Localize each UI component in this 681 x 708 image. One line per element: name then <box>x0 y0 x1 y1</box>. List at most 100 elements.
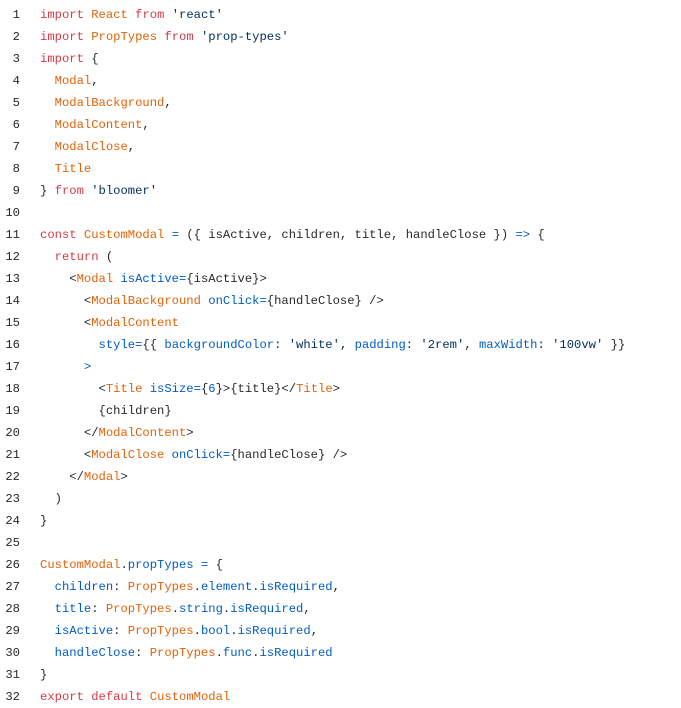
code-token: PropTypes <box>91 30 158 44</box>
code-token: default <box>91 690 143 704</box>
code-token: . <box>215 646 223 660</box>
code-text: <ModalClose onClick={handleClose} /> <box>40 444 347 466</box>
code-token <box>40 338 99 352</box>
code-token: < <box>40 294 92 308</box>
line-number: 26 <box>5 558 20 572</box>
code-token: ( <box>98 250 114 264</box>
code-token: children <box>54 580 114 594</box>
code-token: 'white' <box>288 338 340 352</box>
code-text: import React from 'react' <box>40 4 223 26</box>
code-token: ) <box>40 492 62 506</box>
code-token <box>194 30 201 44</box>
code-line: 14 <ModalBackground onClick={handleClose… <box>0 290 681 312</box>
code-token: isRequired <box>237 624 311 638</box>
code-token <box>40 580 55 594</box>
code-text: ) <box>40 488 62 510</box>
code-token: React <box>91 8 128 22</box>
code-token: {isActive}> <box>186 272 267 286</box>
code-line: 5 ModalBackground, <box>0 92 681 114</box>
code-text: } <box>40 510 47 532</box>
code-token: : <box>91 602 106 616</box>
code-token: onClick <box>208 294 260 308</box>
code-token: , <box>303 602 311 616</box>
code-text: <ModalContent <box>40 312 179 334</box>
code-token: = <box>171 228 180 242</box>
code-token: . <box>120 558 128 572</box>
code-token: from <box>135 8 165 22</box>
code-token: import <box>40 8 84 22</box>
line-number: 21 <box>5 448 20 462</box>
code-line: 10 <box>0 202 681 224</box>
code-token: CustomModal <box>83 228 165 242</box>
line-number: 23 <box>5 492 20 506</box>
line-number: 2 <box>12 30 20 44</box>
code-token: from <box>54 184 84 198</box>
line-number: 7 <box>12 140 20 154</box>
line-number: 22 <box>5 470 20 484</box>
line-number: 20 <box>5 426 20 440</box>
line-number: 32 <box>5 690 20 704</box>
code-line: 24} <box>0 510 681 532</box>
code-token: {handleClose} /> <box>266 294 384 308</box>
code-line: 16 style={{ backgroundColor: 'white', pa… <box>0 334 681 356</box>
code-token: CustomModal <box>40 558 121 572</box>
code-token <box>164 228 171 242</box>
code-token: PropTypes <box>127 580 194 594</box>
code-token: func <box>222 646 253 660</box>
code-token: > <box>186 426 194 440</box>
code-line: 12 return ( <box>0 246 681 268</box>
line-number: 4 <box>12 74 20 88</box>
line-number: 8 <box>12 162 20 176</box>
code-token: isActive <box>54 624 114 638</box>
code-line: 8 Title <box>0 158 681 180</box>
code-token: , <box>310 624 319 638</box>
code-token: . <box>252 580 260 594</box>
code-token <box>40 118 55 132</box>
line-number: 17 <box>5 360 20 374</box>
code-token: const <box>40 228 77 242</box>
code-token: }} <box>603 338 626 352</box>
line-number: 28 <box>5 602 20 616</box>
code-token: Modal <box>54 74 92 88</box>
code-text: </Modal> <box>40 466 128 488</box>
code-token: isRequired <box>230 602 304 616</box>
code-token: return <box>54 250 99 264</box>
code-text: } <box>40 664 47 686</box>
code-token: propTypes <box>127 558 194 572</box>
code-text: import { <box>40 48 99 70</box>
code-line: 25 <box>0 532 681 554</box>
code-token: { <box>200 382 209 396</box>
code-token: handleClose <box>54 646 136 660</box>
code-text: ModalClose, <box>40 136 135 158</box>
line-number: 25 <box>5 536 20 550</box>
code-token: = <box>222 448 231 462</box>
code-line: 7 ModalClose, <box>0 136 681 158</box>
code-token: padding <box>354 338 406 352</box>
code-token: CustomModal <box>149 690 231 704</box>
code-token: { <box>530 228 545 242</box>
code-token: ({ isActive, children, title, handleClos… <box>179 228 516 242</box>
code-line: 15 <ModalContent <box>0 312 681 334</box>
code-token: </ <box>40 470 84 484</box>
code-token: , <box>142 118 150 132</box>
code-text: ModalBackground, <box>40 92 172 114</box>
code-line: 19 {children} <box>0 400 681 422</box>
code-token: bool <box>200 624 231 638</box>
code-token: : <box>405 338 421 352</box>
code-token: . <box>252 646 260 660</box>
code-token: PropTypes <box>105 602 172 616</box>
line-number: 18 <box>5 382 20 396</box>
code-text: <Title isSize={6}>{title}</Title> <box>40 378 340 400</box>
code-token: {children} <box>40 404 172 418</box>
line-number: 29 <box>5 624 20 638</box>
code-line: 18 <Title isSize={6}>{title}</Title> <box>0 378 681 400</box>
code-token: import <box>40 30 84 44</box>
code-token: import <box>40 52 84 66</box>
code-line: 27 children: PropTypes.element.isRequire… <box>0 576 681 598</box>
code-token: Title <box>54 162 92 176</box>
code-line: 22 </Modal> <box>0 466 681 488</box>
code-token: , <box>91 74 99 88</box>
